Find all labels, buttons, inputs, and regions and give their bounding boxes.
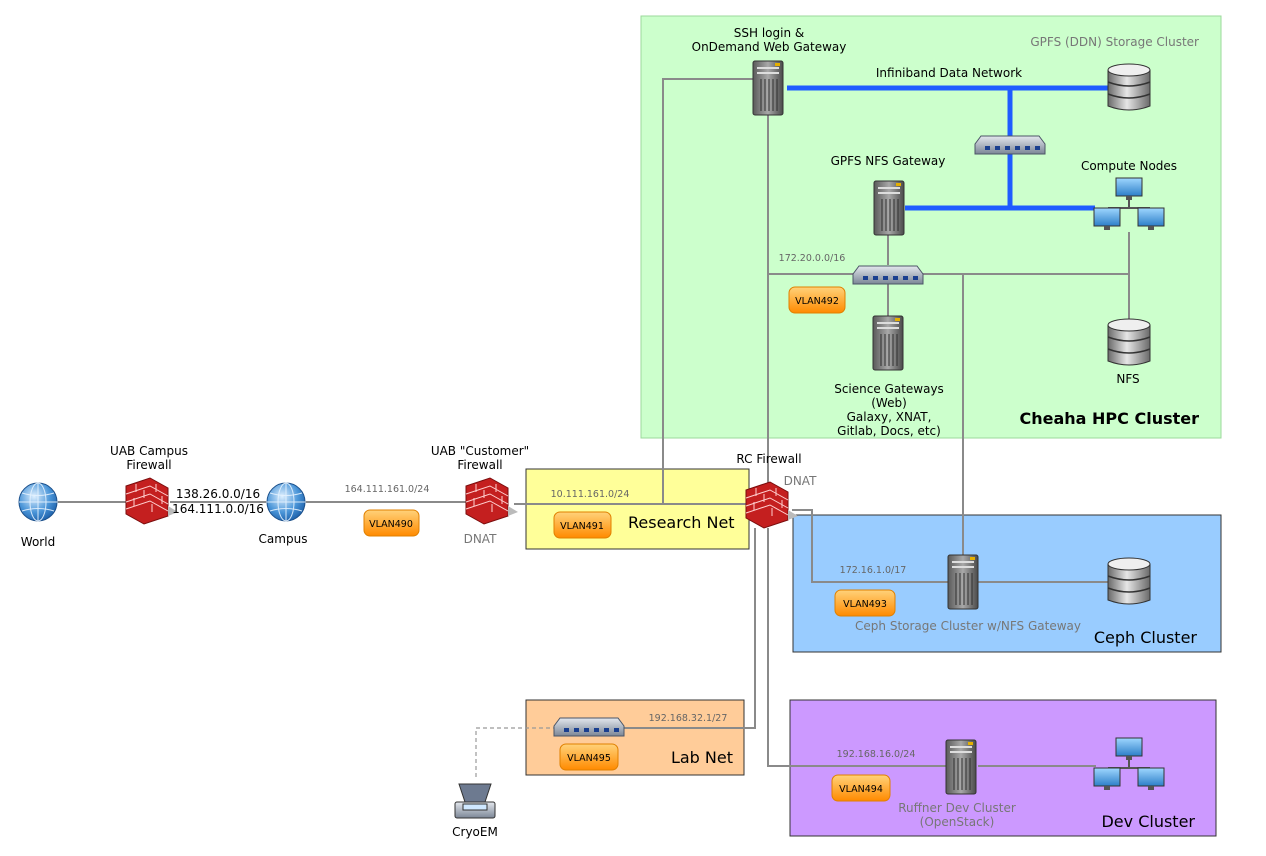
- science-gateways-label-1: Science Gateways: [834, 382, 944, 396]
- infiniband-switch-icon: [974, 135, 1046, 155]
- vlan-badge-491: VLAN491: [553, 511, 612, 539]
- cheaha-ethernet-switch-icon: [852, 265, 924, 285]
- lab-net-title: Lab Net: [671, 748, 733, 767]
- dev-subnet-label: 192.168.16.0/24: [837, 749, 916, 760]
- dnat-left-label: DNAT: [464, 532, 497, 546]
- vlan-label: VLAN491: [560, 521, 604, 532]
- compute-nodes-label: Compute Nodes: [1081, 159, 1177, 173]
- science-gateway-server-icon: [872, 315, 904, 371]
- lab-net-switch-icon: [553, 717, 625, 737]
- uab-customer-firewall-label-2: Firewall: [457, 458, 502, 472]
- vlan-badge-492: VLAN492: [788, 286, 846, 314]
- rc-firewall-label: RC Firewall: [736, 452, 801, 466]
- cryoem-scanner-icon: [454, 783, 496, 819]
- science-gateways-label-2: (Web): [871, 396, 907, 410]
- vlan-badge-490: VLAN490: [363, 509, 420, 537]
- nfs-database-icon: [1107, 318, 1151, 366]
- science-gateways-label-3: Galaxy, XNAT,: [847, 410, 932, 424]
- vlan-badge-493: VLAN493: [834, 589, 896, 617]
- network-links: [58, 78, 1130, 780]
- vlan-label: VLAN494: [839, 784, 883, 795]
- customer-subnet-label: 164.111.161.0/24: [345, 484, 430, 495]
- nfs-label: NFS: [1116, 372, 1139, 386]
- uab-campus-firewall-label-2: Firewall: [126, 458, 171, 472]
- uab-campus-firewall-label-1: UAB Campus: [110, 444, 188, 458]
- dev-cluster-title: Dev Cluster: [1101, 812, 1195, 831]
- campus-globe-icon: [266, 482, 306, 522]
- vlan-label: VLAN492: [795, 296, 839, 307]
- cryoem-label: CryoEM: [452, 825, 498, 839]
- ruffner-dev-server-icon: [945, 739, 977, 795]
- cheaha-subnet-label: 172.20.0.0/16: [779, 253, 846, 264]
- gpfs-nfs-gateway-server-icon: [873, 180, 905, 236]
- vlan-badge-495: VLAN495: [559, 743, 619, 771]
- ssh-gateway-server-icon: [752, 60, 784, 116]
- ssh-gateway-label-2: OnDemand Web Gateway: [692, 40, 847, 54]
- science-gateways-label-4: Gitlab, Docs, etc): [837, 424, 941, 438]
- ceph-subnet-label: 172.16.1.0/17: [840, 565, 907, 576]
- campus-subnet-2: 164.111.0.0/16: [172, 502, 264, 516]
- ruffner-dev-label-1: Ruffner Dev Cluster: [898, 801, 1016, 815]
- world-globe-icon: [18, 482, 58, 522]
- uab-customer-firewall-icon: [465, 477, 519, 525]
- lab-subnet-label: 192.168.32.1/27: [649, 713, 728, 724]
- cheaha-zone-title: Cheaha HPC Cluster: [1020, 409, 1200, 428]
- ssh-gateway-label-1: SSH login &: [734, 26, 804, 40]
- ceph-storage-server-icon: [947, 554, 979, 610]
- vlan-label: VLAN490: [369, 519, 413, 530]
- ceph-cluster-title: Ceph Cluster: [1094, 628, 1198, 647]
- gpfs-storage-label: GPFS (DDN) Storage Cluster: [1030, 35, 1199, 49]
- vlan-label: VLAN493: [843, 599, 887, 610]
- ruffner-dev-label-2: (OpenStack): [920, 815, 995, 829]
- campus-subnet-1: 138.26.0.0/16: [176, 487, 260, 501]
- research-subnet-label: 10.111.161.0/24: [551, 489, 630, 500]
- campus-label: Campus: [259, 532, 308, 546]
- world-label: World: [21, 535, 55, 549]
- research-net-title: Research Net: [628, 513, 735, 532]
- vlan-badge-494: VLAN494: [831, 774, 891, 802]
- ceph-storage-label: Ceph Storage Cluster w/NFS Gateway: [855, 619, 1081, 633]
- uab-customer-firewall-label-1: UAB "Customer": [431, 444, 529, 458]
- gpfs-storage-database-icon: [1107, 63, 1151, 111]
- gpfs-nfs-gateway-label: GPFS NFS Gateway: [831, 154, 946, 168]
- infiniband-label: Infiniband Data Network: [876, 66, 1022, 80]
- vlan-label: VLAN495: [567, 753, 611, 764]
- rc-firewall-icon: [745, 481, 799, 529]
- dnat-right-label: DNAT: [784, 474, 817, 488]
- ceph-database-icon: [1107, 557, 1151, 605]
